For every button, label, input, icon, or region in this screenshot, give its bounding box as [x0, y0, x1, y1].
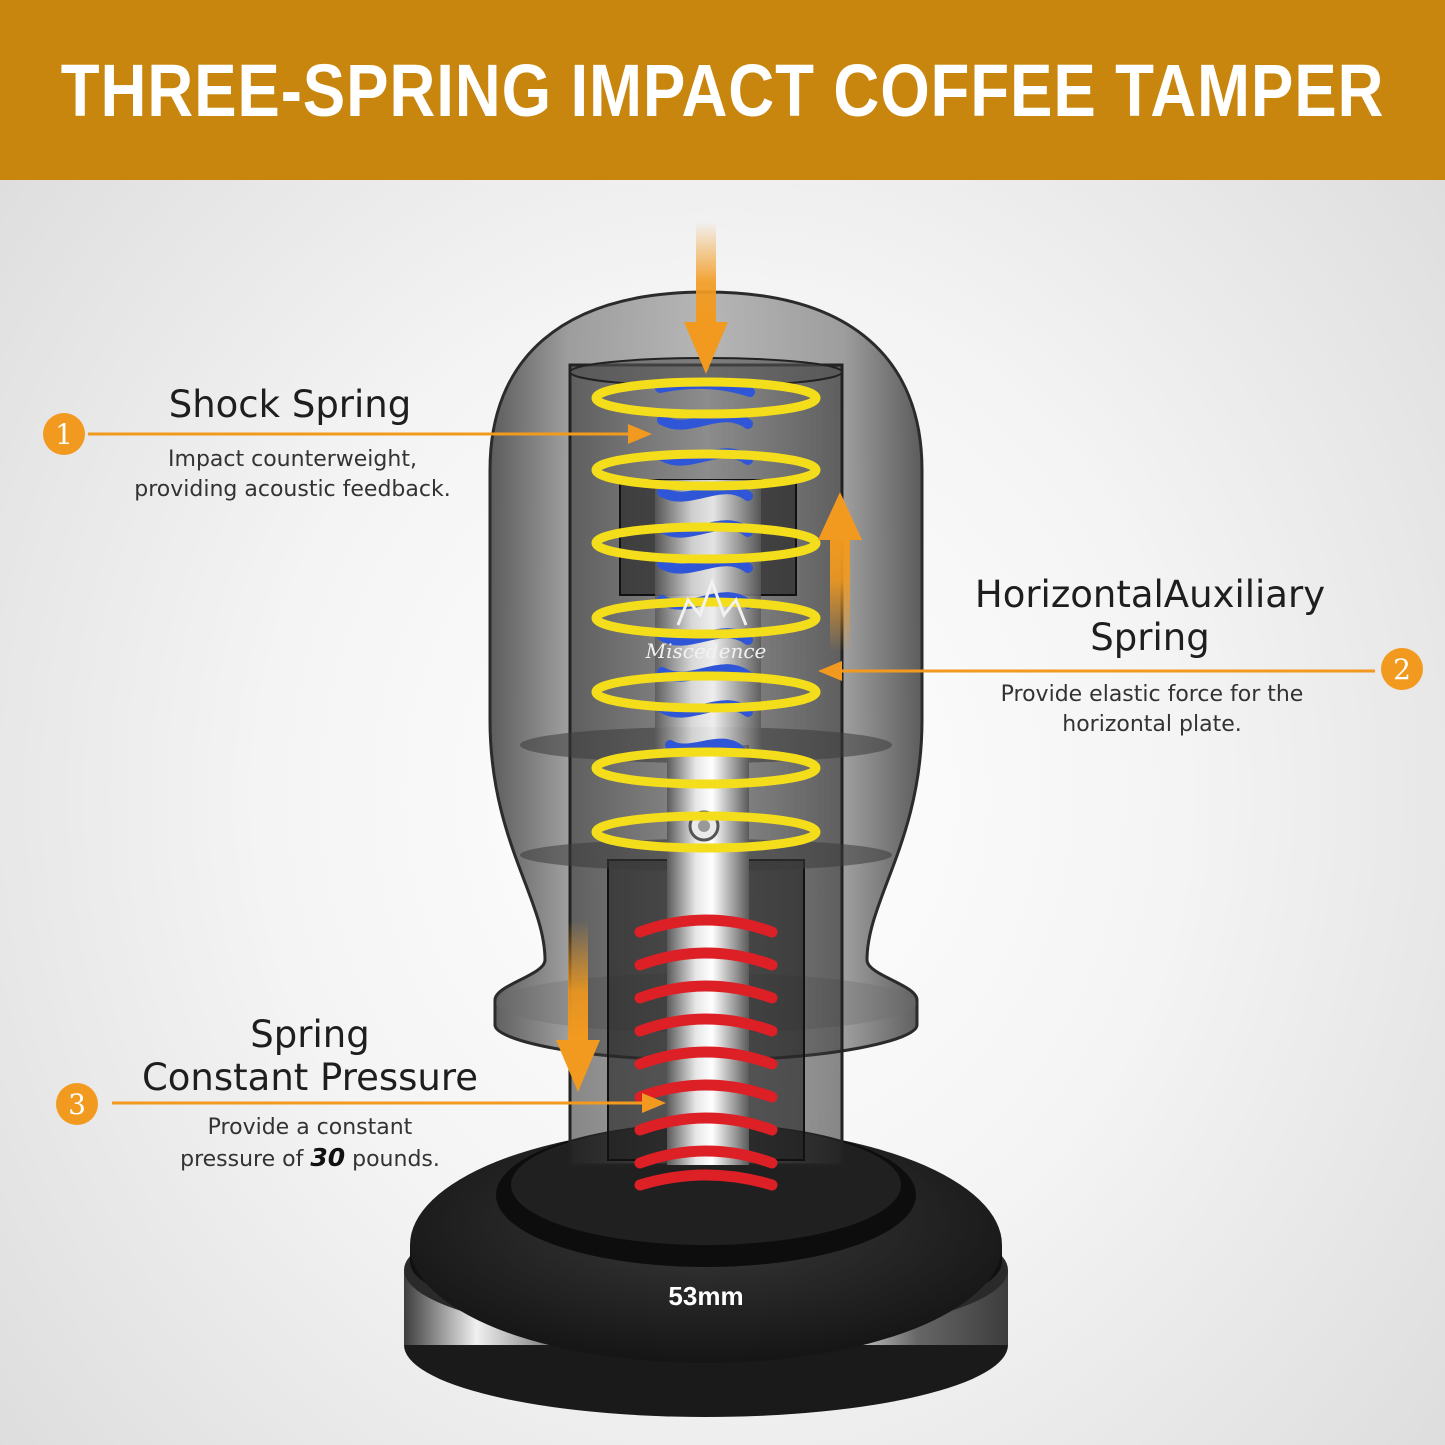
callout-marker-1: 1	[43, 413, 85, 455]
pressure-prefix: pressure of	[180, 1147, 311, 1172]
down-arrow-bottom	[556, 920, 600, 1092]
brand-name: Miscedence	[645, 639, 767, 663]
tamper-illustration: Miscedence 1 2 3 53m	[43, 222, 1423, 1417]
callout-1-number: 1	[55, 418, 73, 451]
callout-2-number: 2	[1393, 653, 1411, 686]
page-title: THREE-SPRING IMPACT COFFEE TAMPER	[60, 48, 1385, 132]
callout-1-description: Impact counterweight, providing acoustic…	[134, 447, 451, 502]
callout-lines	[88, 424, 1375, 1113]
size-label: 53mm	[668, 1281, 743, 1311]
callout-1-heading: Shock Spring	[168, 383, 412, 426]
title-banner: THREE-SPRING IMPACT COFFEE TAMPER	[0, 0, 1445, 180]
up-arrow-right	[818, 492, 862, 652]
down-arrow-top	[684, 222, 728, 374]
callout-3-number: 3	[68, 1088, 86, 1121]
pressure-value: 30	[310, 1143, 346, 1172]
brand-logo: Miscedence	[645, 577, 767, 663]
callout-2-description: Provide elastic force for the horizontal…	[1000, 682, 1304, 737]
pressure-spring	[634, 914, 778, 1191]
callout-3-description: Provide a constant pressure of 30 pounds…	[180, 1115, 440, 1172]
callout-marker-2: 2	[1381, 648, 1423, 690]
pressure-suffix: pounds.	[345, 1147, 440, 1172]
force-arrows	[556, 222, 862, 1092]
callout-marker-3: 3	[56, 1083, 98, 1125]
callout-2-heading: HorizontalAuxiliary Spring	[974, 573, 1326, 659]
callout-3-heading: Spring Constant Pressure	[141, 1013, 479, 1099]
